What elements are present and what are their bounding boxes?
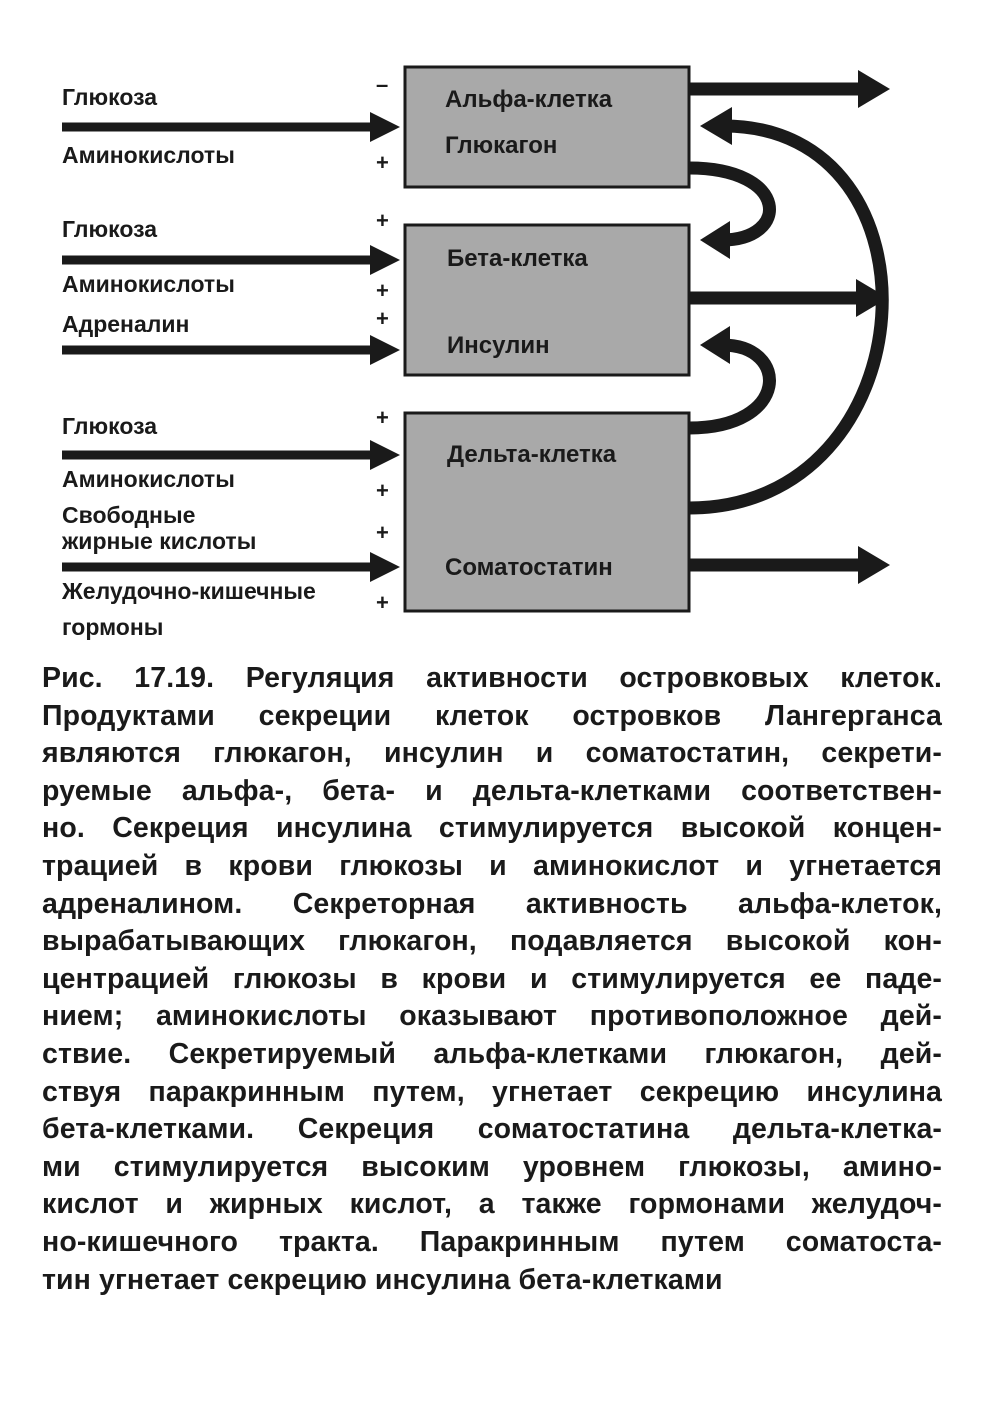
caption-line: нием; аминокислоты оказывают противополо… [42,1000,942,1033]
alpha-cell-label: Альфа-клетка [445,86,613,113]
alpha-to-beta-paracrine-arrow [688,161,776,247]
caption-line: адреналином. Секреторная активность альф… [42,887,942,920]
delta-input-arrowhead-1 [370,440,400,470]
caption-line: центрацией глюкозы в крови и стимулирует… [42,962,942,995]
delta-to-beta-paracrine-arrow [688,338,776,435]
alpha-input-aminoacids: Аминокислоты [62,142,235,168]
beta-input-adrenaline: Адреналин [62,311,189,337]
alpha-input-glucose: Глюкоза [62,84,157,110]
delta-input-aminoacids: Аминокислоты [62,466,235,492]
islet-regulation-diagram: Альфа-клетка Глюкагон Бета-клетка Инсули… [61,65,890,640]
caption-line: Рис. 17.19. Регуляция активности островк… [42,662,942,694]
caption-line: бета-клетками. Секреция соматостатина де… [42,1113,942,1146]
beta-cell-label: Бета-клетка [447,245,588,272]
caption-line: ствие. Секретируемый альфа-клетками глюк… [42,1037,942,1070]
delta-input-glucose: Глюкоза [62,413,157,439]
delta-to-beta-arrowhead [700,326,730,364]
delta-input-fattyacids-line2: жирные кислоты [61,528,256,554]
beta-input-arrowhead-1 [370,245,400,275]
beta-input-glucose: Глюкоза [62,216,157,242]
beta-output-arrowhead [856,279,888,317]
delta-hormone-label: Соматостатин [445,554,613,581]
beta-aminoacids-sign: + [376,278,389,303]
beta-glucose-sign: + [376,208,389,233]
caption-line: кислот и жирных кислот, а также гормонам… [42,1188,942,1221]
delta-input-arrowhead-2 [370,552,400,582]
delta-to-alpha-arrowhead [700,107,732,145]
delta-cell-box [403,411,691,613]
caption-line: ствуя паракринным путем, угнетает секрец… [42,1075,942,1108]
delta-to-alpha-paracrine-arrow [688,119,889,515]
delta-aminoacids-sign: + [376,478,389,503]
caption-line: трацией в крови глюкозы и аминокислот и … [42,849,942,882]
alpha-cell-box [403,65,691,189]
caption-line: Продуктами секреции клеток островков Лан… [42,699,942,732]
figure-number: Рис. 17.19. [42,662,215,694]
delta-output-arrowhead [858,546,890,584]
alpha-aminoacids-sign: + [376,150,389,175]
caption-line: но. Секреция инсулина стимулируется высо… [42,812,942,845]
beta-input-arrowhead-2 [370,335,400,365]
caption-line: тин угнетает секрецию инсулина бета-клет… [42,1263,723,1296]
alpha-output-arrowhead [858,70,890,108]
caption-line: являются глюкагон, инсулин и соматостати… [42,737,942,770]
figure-caption: Рис. 17.19. Регуляция активности островк… [42,660,942,1299]
caption-line: вырабатывающих глюкагон, подавляется выс… [42,925,942,958]
alpha-hormone-label: Глюкагон [445,132,557,159]
caption-line: ми стимулируется высоким уровнем глюкозы… [42,1150,942,1183]
delta-input-fattyacids-line1: Свободные [62,502,195,528]
delta-input-gihormones-line1: Желудочно-кишечные [61,578,316,604]
alpha-to-beta-arrowhead [700,221,730,259]
alpha-input-arrowhead [370,112,400,142]
beta-hormone-label: Инсулин [447,332,550,359]
caption-line: руемые альфа-, бета- и дельта-клетками с… [42,774,942,807]
beta-input-aminoacids: Аминокислоты [62,271,235,297]
delta-gihormones-sign: + [376,590,389,615]
beta-cell-box [403,223,691,377]
alpha-glucose-sign: – [376,72,388,97]
delta-glucose-sign: + [376,405,389,430]
beta-adrenaline-sign: + [376,306,389,331]
caption-line: но-кишечного тракта. Паракринным путем с… [42,1225,942,1258]
delta-cell-label: Дельта-клетка [447,441,617,468]
delta-input-gihormones-line2: гормоны [62,614,163,640]
delta-fattyacids-sign: + [376,520,389,545]
